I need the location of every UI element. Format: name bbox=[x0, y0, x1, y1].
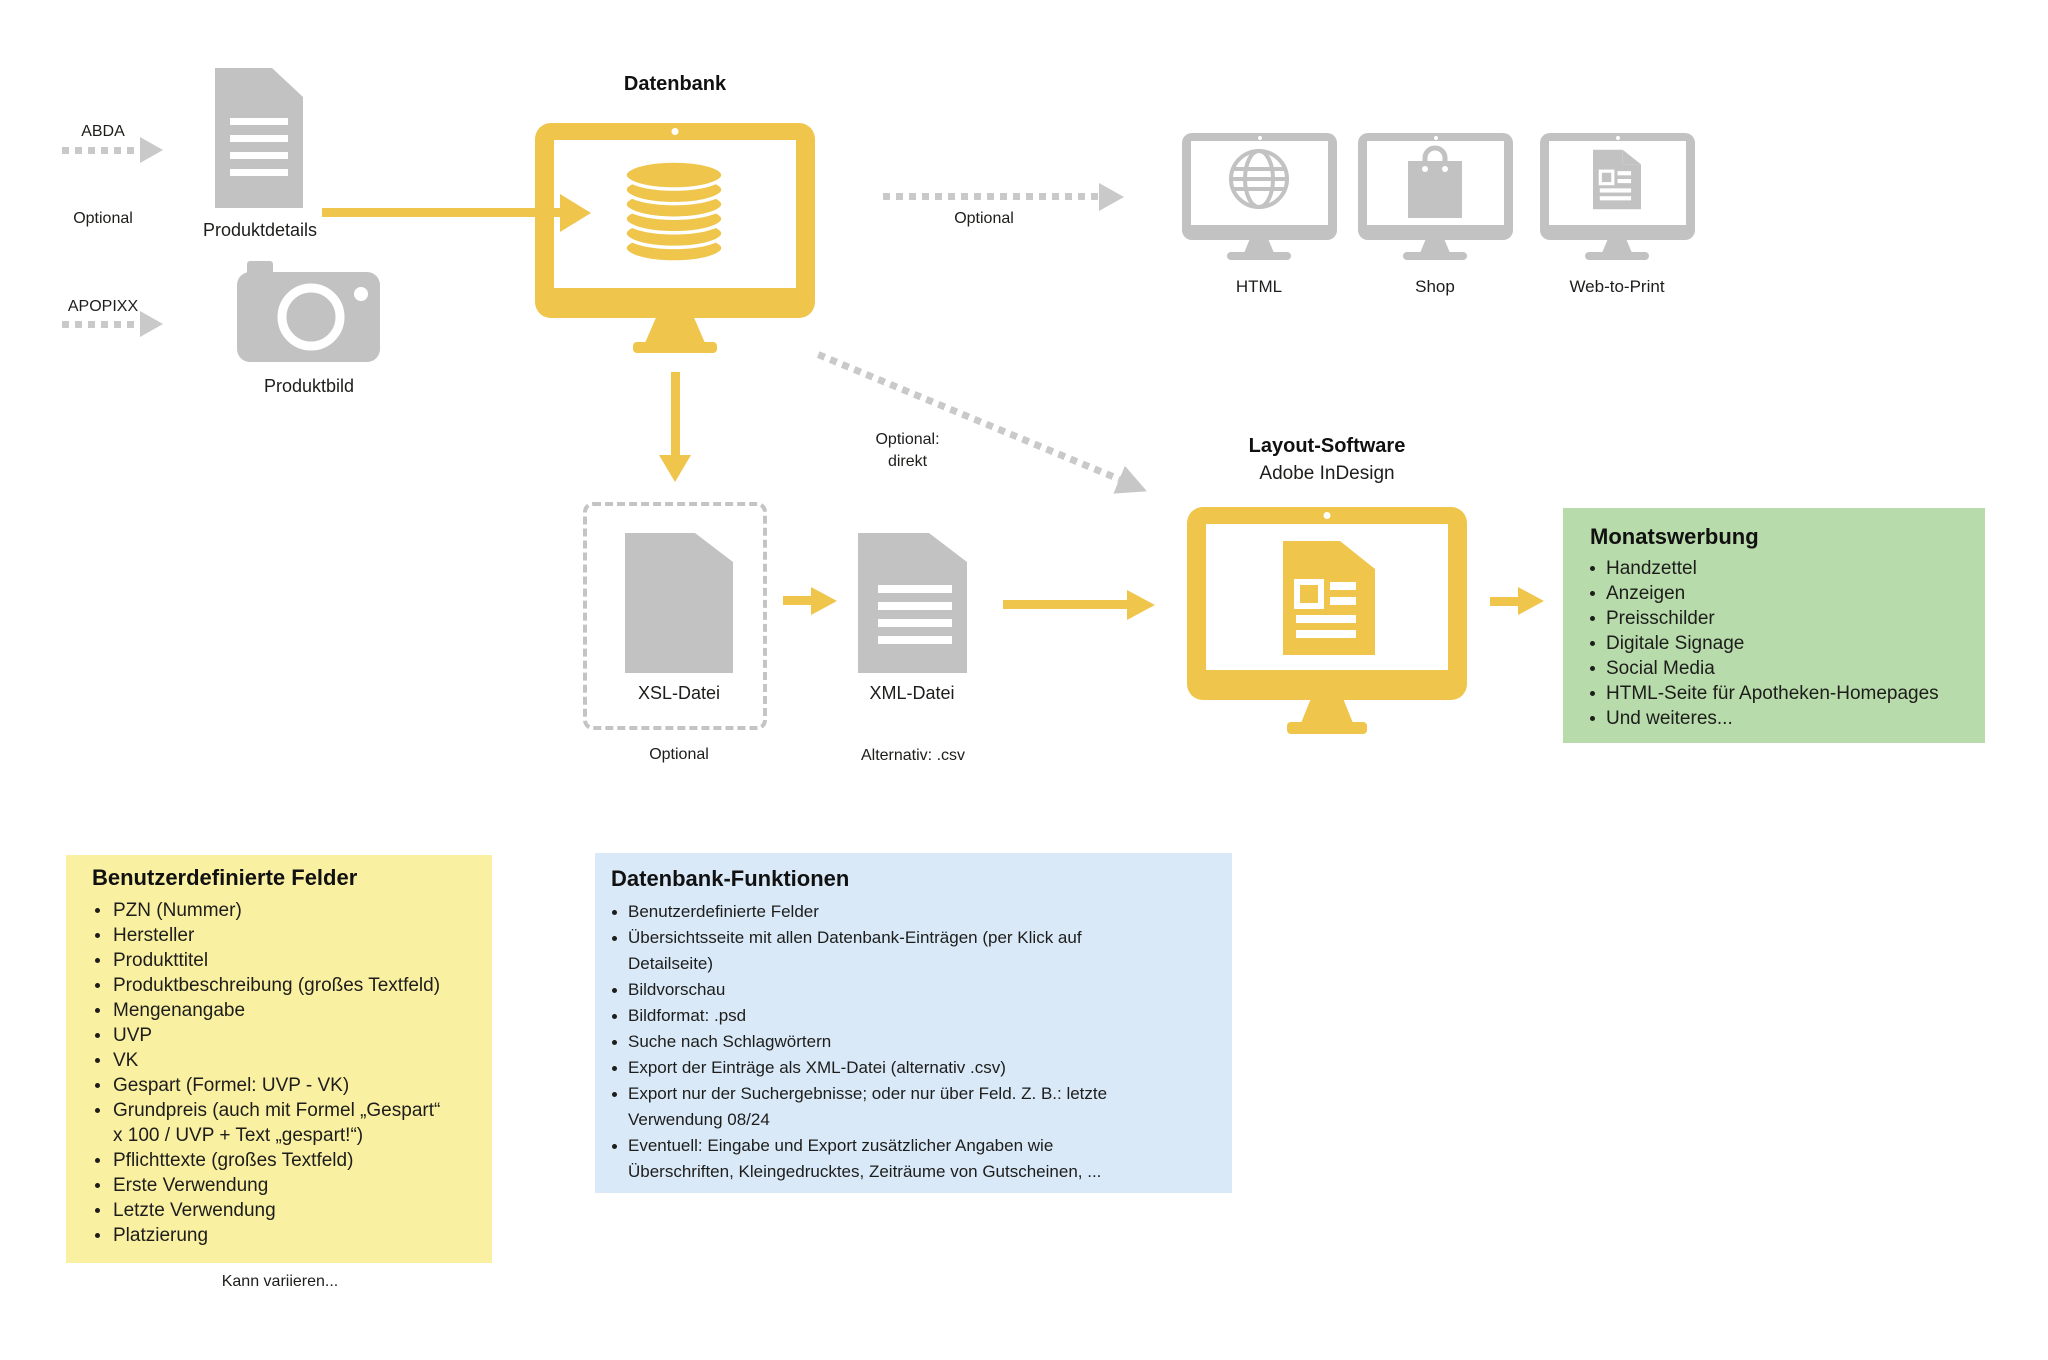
abda-label: ABDA bbox=[81, 123, 125, 140]
benutzerdefinierte-felder-title: Benutzerdefinierte Felder bbox=[92, 865, 358, 890]
monitor-stand bbox=[1420, 240, 1450, 253]
list-item: Letzte Verwendung bbox=[92, 1198, 472, 1223]
webcam-dot-icon bbox=[1615, 136, 1620, 140]
list-item: Bildformat: .psd bbox=[611, 1003, 1202, 1029]
report-document-icon bbox=[1283, 541, 1375, 655]
list-item: PZN (Nummer) bbox=[92, 898, 472, 923]
shop-label: Shop bbox=[1415, 277, 1455, 296]
optional-output-dotted-arrow bbox=[883, 193, 1099, 200]
arrow-xml-to-layout bbox=[1003, 600, 1129, 609]
datenbank-title: Datenbank bbox=[623, 73, 727, 95]
arrow-db-to-xsl bbox=[671, 372, 680, 457]
abda-optional-label: Optional bbox=[73, 210, 133, 227]
list-item: Und weiteres... bbox=[1590, 706, 1961, 731]
list-item: Grundpreis (auch mit Formel „Gespart“ x … bbox=[92, 1098, 472, 1148]
monitor-stand-base bbox=[1403, 252, 1467, 260]
monatswerbung-panel: Monatswerbung Handzettel Anzeigen Preiss… bbox=[1563, 508, 1985, 743]
list-item: Preisschilder bbox=[1590, 606, 1961, 631]
webcam-dot-icon bbox=[1323, 512, 1331, 519]
arrow-details-to-db-head-icon bbox=[560, 194, 591, 232]
list-item: Anzeigen bbox=[1590, 581, 1961, 606]
list-item: HTML-Seite für Apotheken-Homepages bbox=[1590, 681, 1961, 706]
monitor-stand bbox=[1301, 700, 1353, 723]
document-text-icon bbox=[215, 68, 303, 208]
arrow-xsl-to-xml-head-icon bbox=[811, 587, 837, 615]
list-item: Gespart (Formel: UVP - VK) bbox=[92, 1073, 472, 1098]
apopixx-label: APOPIXX bbox=[67, 298, 139, 315]
monitor-stand-base bbox=[1287, 722, 1367, 734]
monitor-screen bbox=[1191, 141, 1328, 225]
arrow-xml-to-layout-head-icon bbox=[1127, 590, 1155, 620]
list-item: Pflichttexte (großes Textfeld) bbox=[92, 1148, 472, 1173]
datenbank-funktionen-title: Datenbank-Funktionen bbox=[611, 866, 850, 891]
monitor-stand-base bbox=[1227, 252, 1291, 260]
arrow-details-to-db bbox=[322, 208, 562, 217]
list-item: Platzierung bbox=[92, 1223, 472, 1248]
xml-label: XML-Datei bbox=[869, 683, 955, 703]
layout-software-title: Layout-Software bbox=[1248, 435, 1406, 457]
xsl-label: XSL-Datei bbox=[637, 683, 721, 703]
list-item: Export der Einträge als XML-Datei (alter… bbox=[611, 1055, 1202, 1081]
benutzerdefinierte-felder-list: PZN (Nummer) Hersteller Produkttitel Pro… bbox=[92, 898, 472, 1248]
optional-direct-dotted-arrow bbox=[812, 341, 1154, 506]
optional-direct-arrowhead-icon bbox=[1113, 465, 1153, 506]
database-icon bbox=[623, 160, 725, 264]
monitor-stand bbox=[1244, 240, 1274, 253]
document-blank-icon bbox=[625, 533, 733, 673]
monitor-stand-base bbox=[633, 342, 717, 353]
kann-variieren-label: Kann variieren... bbox=[221, 1273, 339, 1290]
html-label: HTML bbox=[1235, 277, 1283, 296]
produktbild-label: Produktbild bbox=[263, 376, 355, 396]
xsl-optional-label: Optional bbox=[649, 746, 709, 763]
list-item: Export nur der Suchergebnisse; oder nur … bbox=[611, 1081, 1202, 1133]
xml-alternative-label: Alternativ: .csv bbox=[860, 747, 966, 764]
webcam-dot-icon bbox=[671, 128, 679, 135]
layout-software-subtitle: Adobe InDesign bbox=[1259, 463, 1395, 484]
globe-icon bbox=[1229, 149, 1289, 209]
list-item: Übersichtsseite mit allen Datenbank-Eint… bbox=[611, 925, 1202, 977]
abda-arrowhead-icon bbox=[140, 137, 163, 163]
benutzerdefinierte-felder-panel: Benutzerdefinierte Felder PZN (Nummer) H… bbox=[66, 855, 492, 1263]
datenbank-funktionen-panel: Datenbank-Funktionen Benutzerdefinierte … bbox=[595, 853, 1232, 1193]
list-item: Bildvorschau bbox=[611, 977, 1202, 1003]
list-item: Handzettel bbox=[1590, 556, 1961, 581]
monitor-stand bbox=[645, 318, 705, 343]
list-item: Digitale Signage bbox=[1590, 631, 1961, 656]
produktdetails-label: Produktdetails bbox=[202, 220, 318, 240]
camera-icon bbox=[237, 261, 380, 362]
datenbank-funktionen-list: Benutzerdefinierte Felder Übersichtsseit… bbox=[611, 899, 1202, 1185]
arrow-layout-to-monatswerbung bbox=[1490, 597, 1520, 606]
list-item: Mengenangabe bbox=[92, 998, 472, 1023]
list-item: UVP bbox=[92, 1023, 472, 1048]
list-item: Hersteller bbox=[92, 923, 472, 948]
monitor-stand bbox=[1602, 240, 1632, 253]
optional-direct-label: Optional: direkt bbox=[875, 431, 940, 470]
monatswerbung-list: Handzettel Anzeigen Preisschilder Digita… bbox=[1590, 556, 1961, 731]
optional-output-arrowhead-icon bbox=[1099, 183, 1124, 211]
webcam-dot-icon bbox=[1257, 136, 1262, 140]
arrow-xsl-to-xml bbox=[783, 596, 813, 605]
apopixx-dotted-arrow bbox=[62, 321, 140, 328]
apopixx-arrowhead-icon bbox=[140, 311, 163, 337]
monitor-stand-base bbox=[1585, 252, 1649, 260]
list-item: Eventuell: Eingabe und Export zusätzlich… bbox=[611, 1133, 1202, 1185]
list-item: Erste Verwendung bbox=[92, 1173, 472, 1198]
abda-dotted-arrow bbox=[62, 147, 140, 154]
document-text-icon bbox=[858, 533, 967, 673]
list-item: Social Media bbox=[1590, 656, 1961, 681]
list-item: VK bbox=[92, 1048, 472, 1073]
report-document-icon bbox=[1593, 149, 1641, 210]
list-item: Benutzerdefinierte Felder bbox=[611, 899, 1202, 925]
webcam-dot-icon bbox=[1433, 136, 1438, 140]
arrow-db-to-xsl-head-icon bbox=[659, 455, 691, 482]
list-item: Produkttitel bbox=[92, 948, 472, 973]
list-item: Produktbeschreibung (großes Textfeld) bbox=[92, 973, 472, 998]
arrow-layout-to-monatswerbung-head-icon bbox=[1518, 587, 1544, 615]
monatswerbung-title: Monatswerbung bbox=[1590, 524, 1759, 549]
xsl-optional-box bbox=[583, 502, 767, 730]
shopping-bag-icon bbox=[1408, 145, 1462, 218]
list-item: Suche nach Schlagwörtern bbox=[611, 1029, 1202, 1055]
web-to-print-label: Web-to-Print bbox=[1569, 277, 1665, 296]
optional-top-label: Optional bbox=[954, 210, 1014, 227]
